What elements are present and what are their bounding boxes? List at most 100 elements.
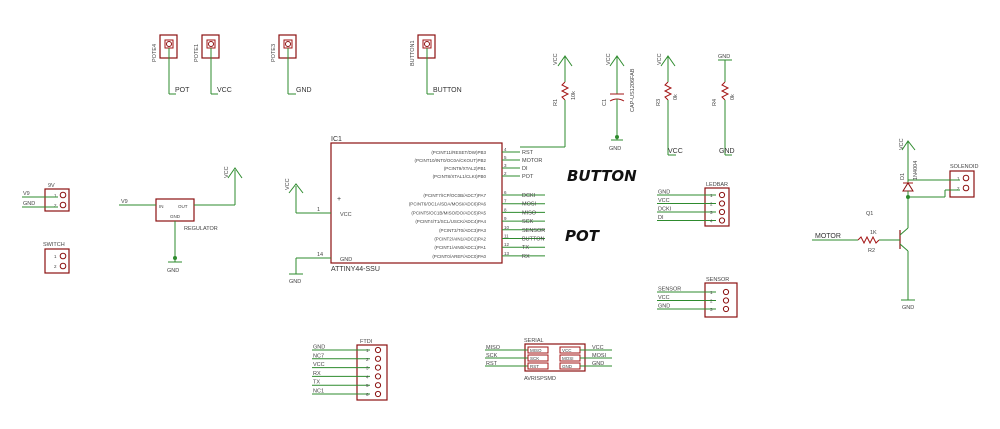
ic1-pin-label: (PCINT0/AREF/ADC0)PA0 [432,254,486,259]
pin-net-label: NC7 [313,353,324,359]
ic1-pin-label: (PCINT11/RESET/DW)PB3 [431,150,486,155]
r2-ref: R2 [868,248,875,254]
pin-pad [374,373,382,380]
pin-net-label: VCC [313,362,325,368]
pin-number: 3 [366,366,369,371]
ic1-vcc-supply: VCC [285,178,291,190]
switch-connector[interactable]: SWITCH 1 2 [43,242,70,274]
ic1-pin-net: DCKI [522,193,536,199]
pin-pad [718,191,726,199]
transistor-gnd: GND [902,305,914,311]
svg-text:1: 1 [54,254,57,259]
pin-pad [374,390,382,398]
button1-header[interactable]: BUTTON1 BUTTON [410,34,462,95]
r1-resistor[interactable]: VCC R1 10k [520,53,577,148]
ic1-pin-num: 13 [504,251,510,256]
ic1-pin-net: TX [522,245,529,251]
ic1-pin-net: BUTTON [522,237,545,243]
pin-pad [374,355,382,362]
ic1-pin-label: (PCINT10/INT0/OC0A/CKOUT)PB2 [414,158,486,163]
serial-part: AVRISPSMD [524,376,556,382]
pin-pad [718,208,726,216]
pin-net-label: TX [313,380,320,386]
ic1-pin-num: 5 [504,155,507,160]
r1-value: 10k [571,91,577,100]
ic1-gnd-supply: GND [289,279,301,285]
sensor-ref: SENSOR [706,277,729,283]
serial-left-pin: MISO [530,348,542,353]
battery-9v-connector[interactable]: 9V 1 2 V9 GND [22,183,70,212]
r3-supply: VCC [657,53,663,65]
pin-number: 3 [710,210,713,215]
pin-number: 2 [366,357,369,362]
pin-net-label: SENSOR [658,287,681,293]
r4-ref: R4 [712,99,718,106]
r3-resistor[interactable]: VCC VCC R3 0k [656,53,683,156]
pote1-ref: POTE1 [194,44,200,62]
r2-value: 1K [870,230,877,236]
ic1-bottom-pins: (PCINT7/ICP/OC0B/ADC7)PA76DCKI(PCINT6/OC… [409,190,545,260]
battery-ref: 9V [48,183,55,189]
c1-value: CAP-US1206FAB [630,68,636,112]
ic1-pin-label: (PCINT5/OC1B/MISO/DO/ADC5)PA5 [411,210,486,215]
ic1-pin-num: 10 [504,225,510,230]
serial-right-pin: VCC [562,348,572,353]
svg-text:2: 2 [957,186,960,191]
regulator-net-in: V9 [121,199,128,205]
serial-left-net: SCK [486,353,498,359]
r3-bottom: VCC [668,148,683,155]
regulator-gnd-pin: GND [170,214,181,219]
pin-number: 6 [366,392,369,397]
solenoid-connector[interactable]: SOLENOID 1 2 [908,164,978,198]
ic1-pin1-num: 1 [317,207,320,213]
ic1-pin-num: 6 [504,190,507,195]
button1-net: BUTTON [433,87,462,94]
ftdi-ref: FTDI [360,339,373,345]
ic1-pin-label: (PCINT6/OC1A/SDA/MOSI/ADC6)PA6 [409,202,487,207]
ic1-attiny44[interactable]: IC1 ATTINY44-SSU + 1 VCC 14 GND VCC GND … [285,136,545,285]
pote1-header[interactable]: POTE1 VCC [194,34,232,95]
c1-capacitor[interactable]: VCC GND C1 CAP-US1206FAB [602,53,636,152]
ic1-pin-net: SCK [522,219,534,225]
ic1-pin-label: (PCINT3/T0/ADC3)PA3 [439,228,486,233]
serial-left-pin: SCK [530,356,539,361]
ic1-pin-net: RX [522,254,530,260]
diode-supply: VCC [899,138,905,150]
pin-net-label: GND [658,304,670,310]
pin-net-label: GND [658,190,670,196]
pin-pad [722,288,730,296]
pin-pad [718,200,726,207]
ic1-ref: IC1 [331,136,342,143]
serial-right-net: VCC [592,345,604,351]
pin-net-label: RX [313,371,321,377]
r3-ref: R3 [656,99,662,106]
pin-pad [374,364,382,371]
ic1-pin-net: POT [522,174,534,180]
ic1-gnd-pin: GND [340,257,352,263]
regulator[interactable]: IN OUT GND REGULATOR V9 VCC GND [119,166,243,274]
ic1-pin-num: 2 [504,171,507,176]
flyback-diode-d1[interactable]: VCC D1 1N4004 [899,138,919,228]
r4-supply: GND [718,54,730,60]
r4-resistor[interactable]: GND GND R4 0k [712,54,736,156]
diode-ref: D1 [900,173,906,180]
handwritten-pot-note: POT [565,227,601,245]
ic1-pin-label: (PCINT8/XTAL1/CLKI)PB0 [433,174,487,179]
r3-value: 0k [673,94,679,100]
pote4-header[interactable]: POTE4 POT [152,34,190,95]
transistor-q1[interactable]: Q1 GND MOTOR 1K R2 [812,211,915,311]
ic1-pin-net: RST [522,150,534,156]
pote3-header[interactable]: POTE3 GND [271,34,312,95]
pin-number: 2 [710,299,713,304]
ic1-pin-label: (PCINT4/T1/SCL/USCK/ADC4)PA4 [415,219,486,224]
pin-pad [718,217,726,224]
pote3-ref: POTE3 [271,44,277,62]
serial-right-pin: GND [562,364,573,369]
pin-number: 1 [710,193,713,198]
